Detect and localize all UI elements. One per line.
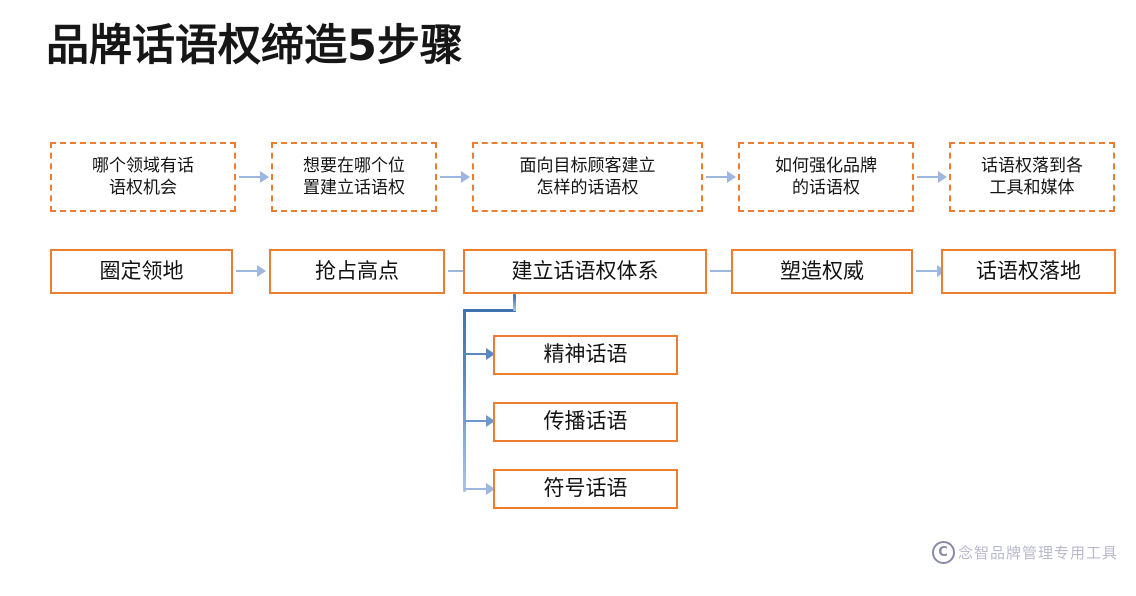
watermark: C 念智品牌管理专用工具 — [931, 541, 1118, 564]
question-box-4-label: 如何强化品牌 的话语权 — [775, 155, 877, 198]
sub-box-3-label: 符号话语 — [543, 476, 628, 501]
branch-arrow-sub-3 — [464, 482, 496, 496]
branch-connector-top — [463, 309, 516, 312]
arrow-question-2-to-3 — [440, 170, 471, 184]
sub-box-2: 传播话语 — [493, 402, 678, 442]
sub-box-2-label: 传播话语 — [543, 409, 628, 434]
question-box-5: 话语权落到各 工具和媒体 — [949, 142, 1115, 212]
step-box-3-label: 建立话语权体系 — [511, 258, 659, 283]
question-box-2: 想要在哪个位 置建立话语权 — [271, 142, 437, 212]
branch-arrow-sub-1 — [464, 347, 496, 361]
watermark-text: 念智品牌管理专用工具 — [957, 544, 1118, 562]
step-box-4-label: 塑造权威 — [780, 258, 864, 283]
step-box-2: 抢占高点 — [269, 249, 445, 294]
question-box-3-label: 面向目标顾客建立 怎样的话语权 — [519, 155, 656, 198]
copyright-icon: C — [931, 541, 955, 564]
step-box-3: 建立话语权体系 — [463, 249, 707, 294]
branch-arrow-sub-2 — [464, 414, 496, 428]
question-box-5-label: 话语权落到各 工具和媒体 — [981, 155, 1083, 198]
question-box-2-label: 想要在哪个位 置建立话语权 — [303, 155, 405, 198]
branch-connector-drop — [513, 294, 516, 311]
arrow-step-1-to-2 — [236, 264, 267, 278]
arrow-question-3-to-4 — [706, 170, 737, 184]
question-box-3: 面向目标顾客建立 怎样的话语权 — [472, 142, 703, 212]
step-box-1-label: 圈定领地 — [99, 258, 184, 283]
arrow-question-1-to-2 — [239, 170, 270, 184]
step-box-5-label: 话语权落地 — [976, 258, 1081, 283]
page-title: 品牌话语权缔造5步骤 — [46, 21, 463, 71]
step-box-1: 圈定领地 — [50, 249, 233, 294]
sub-box-3: 符号话语 — [493, 469, 678, 509]
step-box-5: 话语权落地 — [941, 249, 1116, 294]
step-box-4: 塑造权威 — [731, 249, 913, 294]
question-box-4: 如何强化品牌 的话语权 — [738, 142, 914, 212]
branch-connector-vertical — [463, 309, 466, 492]
arrow-question-4-to-5 — [917, 170, 948, 184]
sub-box-1-label: 精神话语 — [543, 342, 628, 367]
step-box-2-label: 抢占高点 — [315, 258, 399, 283]
sub-box-1: 精神话语 — [493, 335, 678, 375]
question-box-1-label: 哪个领域有话 语权机会 — [92, 155, 194, 198]
question-box-1: 哪个领域有话 语权机会 — [50, 142, 236, 212]
